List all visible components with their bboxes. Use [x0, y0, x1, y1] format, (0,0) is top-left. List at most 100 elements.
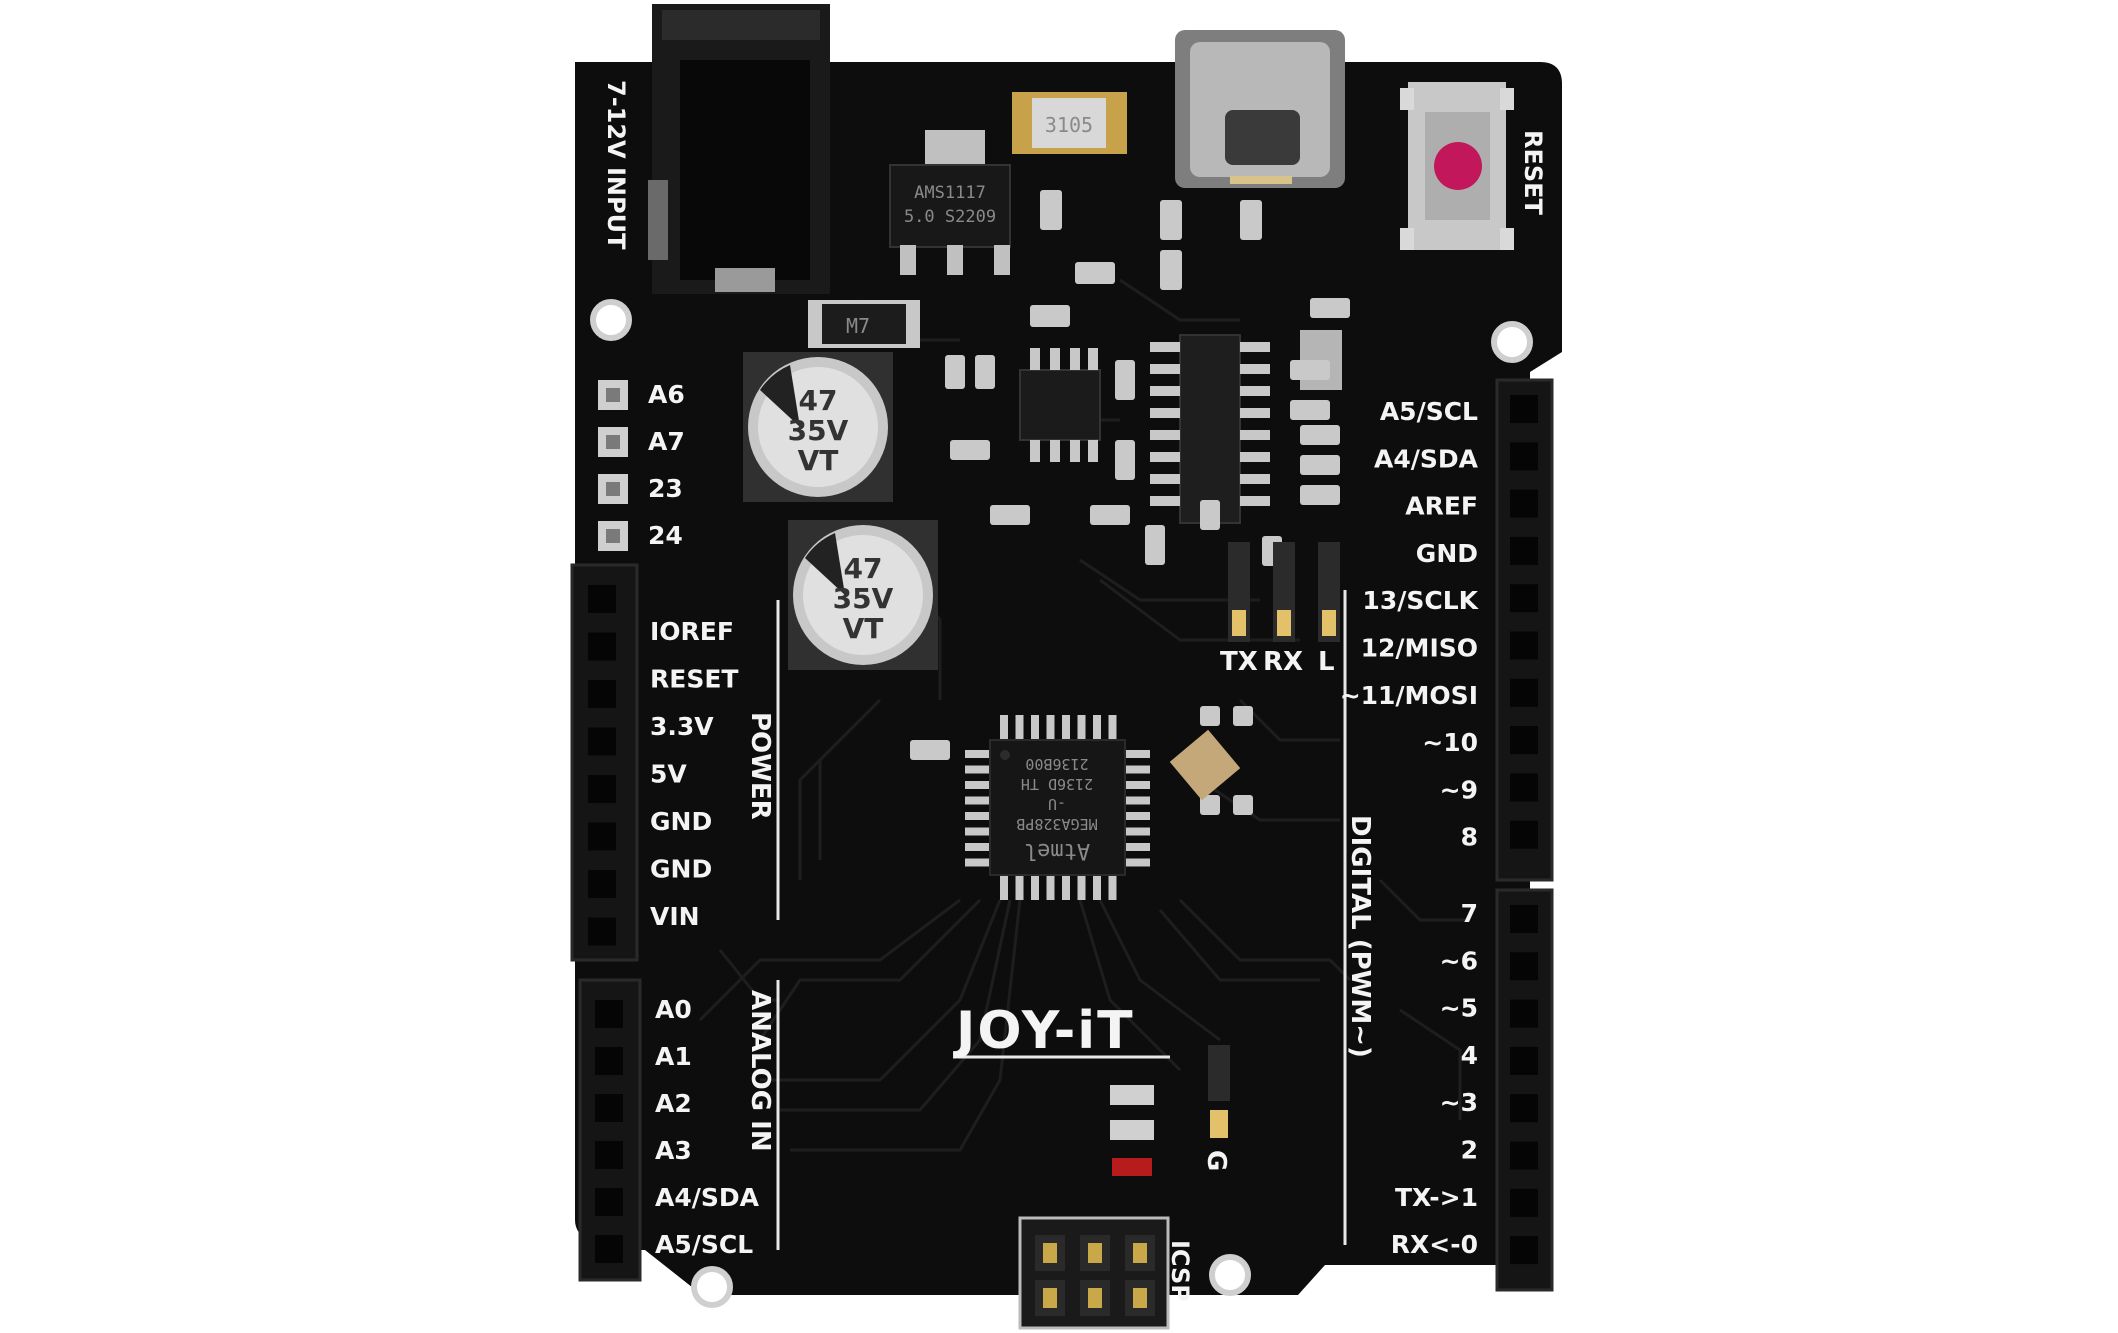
header-socket[interactable] [1510, 999, 1538, 1028]
header-socket[interactable] [1510, 1094, 1538, 1123]
smd-part [1040, 190, 1062, 230]
digital-header-lower[interactable] [1495, 888, 1554, 1292]
header-socket[interactable] [1510, 952, 1538, 981]
header-socket[interactable] [595, 1188, 623, 1216]
header-socket[interactable] [1510, 1188, 1538, 1217]
power-pin-label: RESET [650, 665, 738, 694]
header-socket[interactable] [588, 727, 616, 756]
header-socket[interactable] [595, 1000, 623, 1028]
smd-part [1075, 262, 1115, 284]
digital-pin-label: 4 [1461, 1041, 1478, 1070]
header-socket[interactable] [588, 822, 616, 851]
header-socket[interactable] [1510, 631, 1538, 660]
brand-logo: JOY-iT [953, 1001, 1135, 1061]
smd-part [1233, 795, 1253, 815]
power-section-label: POWER [745, 712, 775, 820]
header-socket[interactable] [588, 870, 616, 898]
analog-pin-label: A1 [655, 1042, 692, 1071]
mcu-crystal [1169, 729, 1241, 801]
header-socket[interactable] [595, 1047, 623, 1075]
power-input-label: 7-12V INPUT [602, 80, 630, 250]
analog-pin-label: A5/SCL [655, 1230, 753, 1259]
header-socket[interactable] [1510, 1236, 1538, 1265]
analog-header[interactable] [578, 978, 642, 1282]
smd-part [1290, 360, 1330, 380]
smd-part [1160, 250, 1182, 290]
header-socket[interactable] [588, 775, 616, 803]
header-socket[interactable] [1510, 536, 1538, 565]
dc-barrel-jack[interactable] [648, 4, 830, 294]
mcu-lot: 2136B00 [1025, 755, 1088, 773]
header-socket[interactable] [1510, 820, 1538, 849]
capacitor-series: VT [843, 612, 884, 645]
digital-section-label: DIGITAL (PWM~) [1345, 815, 1375, 1058]
regulator-marking-2: 5.0 S2209 [904, 207, 996, 227]
tx-led [1232, 610, 1246, 636]
header-socket[interactable] [1510, 442, 1538, 471]
mounting-hole [1491, 321, 1533, 363]
analog-pin-label: A4/SDA [655, 1183, 760, 1212]
mounting-hole [1209, 1254, 1251, 1296]
header-socket[interactable] [588, 917, 616, 946]
diode-marking: M7 [846, 314, 870, 338]
fuse-component: 3105 [1012, 92, 1127, 154]
l-led-label: L [1318, 647, 1335, 677]
capacitor: 47 35V VT [788, 520, 938, 670]
smd-part [1300, 455, 1340, 475]
header-socket[interactable] [595, 1235, 623, 1263]
regulator-marking-1: AMS1117 [914, 183, 986, 203]
mounting-hole [590, 299, 632, 341]
usb-c-port[interactable] [1175, 30, 1345, 188]
smd-part [1233, 706, 1253, 726]
analog-pin-label: A3 [655, 1136, 692, 1165]
smd-components [910, 190, 1350, 815]
header-socket[interactable] [1510, 726, 1538, 755]
reset-button[interactable] [1400, 82, 1514, 250]
power-pin-label: 5V [650, 760, 687, 789]
header-socket[interactable] [1510, 395, 1538, 423]
header-socket[interactable] [588, 680, 616, 708]
digital-pin-label: 13/SCLK [1362, 586, 1479, 615]
power-pin-label: GND [650, 855, 712, 884]
digital-header-upper[interactable] [1495, 378, 1554, 882]
smd-part [910, 740, 950, 760]
atmega328pb-chip: Atmel MEGA328PB -U 2136D TH 2136B00 [965, 715, 1150, 900]
power-pin-label: VIN [650, 902, 700, 931]
smd-part [975, 355, 995, 389]
header-socket[interactable] [595, 1141, 623, 1169]
header-socket[interactable] [588, 585, 616, 613]
digital-pin-label: TX->1 [1395, 1183, 1478, 1212]
header-socket[interactable] [1510, 489, 1538, 518]
power-pin-label: 3.3V [650, 712, 714, 741]
smd-part [1160, 200, 1182, 240]
extra-pads [598, 380, 628, 551]
header-socket[interactable] [588, 632, 616, 661]
op-amp-chip [1019, 348, 1101, 462]
power-header[interactable] [570, 563, 639, 962]
smd-part [1200, 795, 1220, 815]
extra-pin-label: A6 [648, 380, 685, 409]
analog-pin-label: A0 [655, 995, 692, 1024]
digital-pin-label: 12/MISO [1361, 634, 1478, 663]
digital-pin-label: 2 [1461, 1136, 1478, 1165]
digital-pin-label: A5/SCL [1380, 397, 1478, 426]
header-socket[interactable] [1510, 905, 1538, 933]
smd-part [1115, 440, 1135, 480]
digital-pin-label: AREF [1405, 492, 1478, 521]
digital-pin-label: ~6 [1440, 946, 1478, 975]
header-socket[interactable] [1510, 1046, 1538, 1075]
icsp-header[interactable] [1018, 1216, 1170, 1330]
header-socket[interactable] [595, 1094, 623, 1122]
status-leds [1228, 542, 1340, 642]
header-socket[interactable] [1510, 773, 1538, 802]
header-socket[interactable] [1510, 678, 1538, 707]
header-socket[interactable] [1510, 1141, 1538, 1170]
smd-part [1145, 525, 1165, 565]
digital-pin-label: 8 [1461, 823, 1478, 852]
mcu-date: 2136D TH [1021, 775, 1093, 793]
silkscreen-lines [776, 590, 1347, 1250]
header-socket[interactable] [1510, 584, 1538, 613]
voltage-regulator: AMS1117 5.0 S2209 [889, 130, 1011, 275]
usb-serial-chip [1150, 334, 1270, 524]
